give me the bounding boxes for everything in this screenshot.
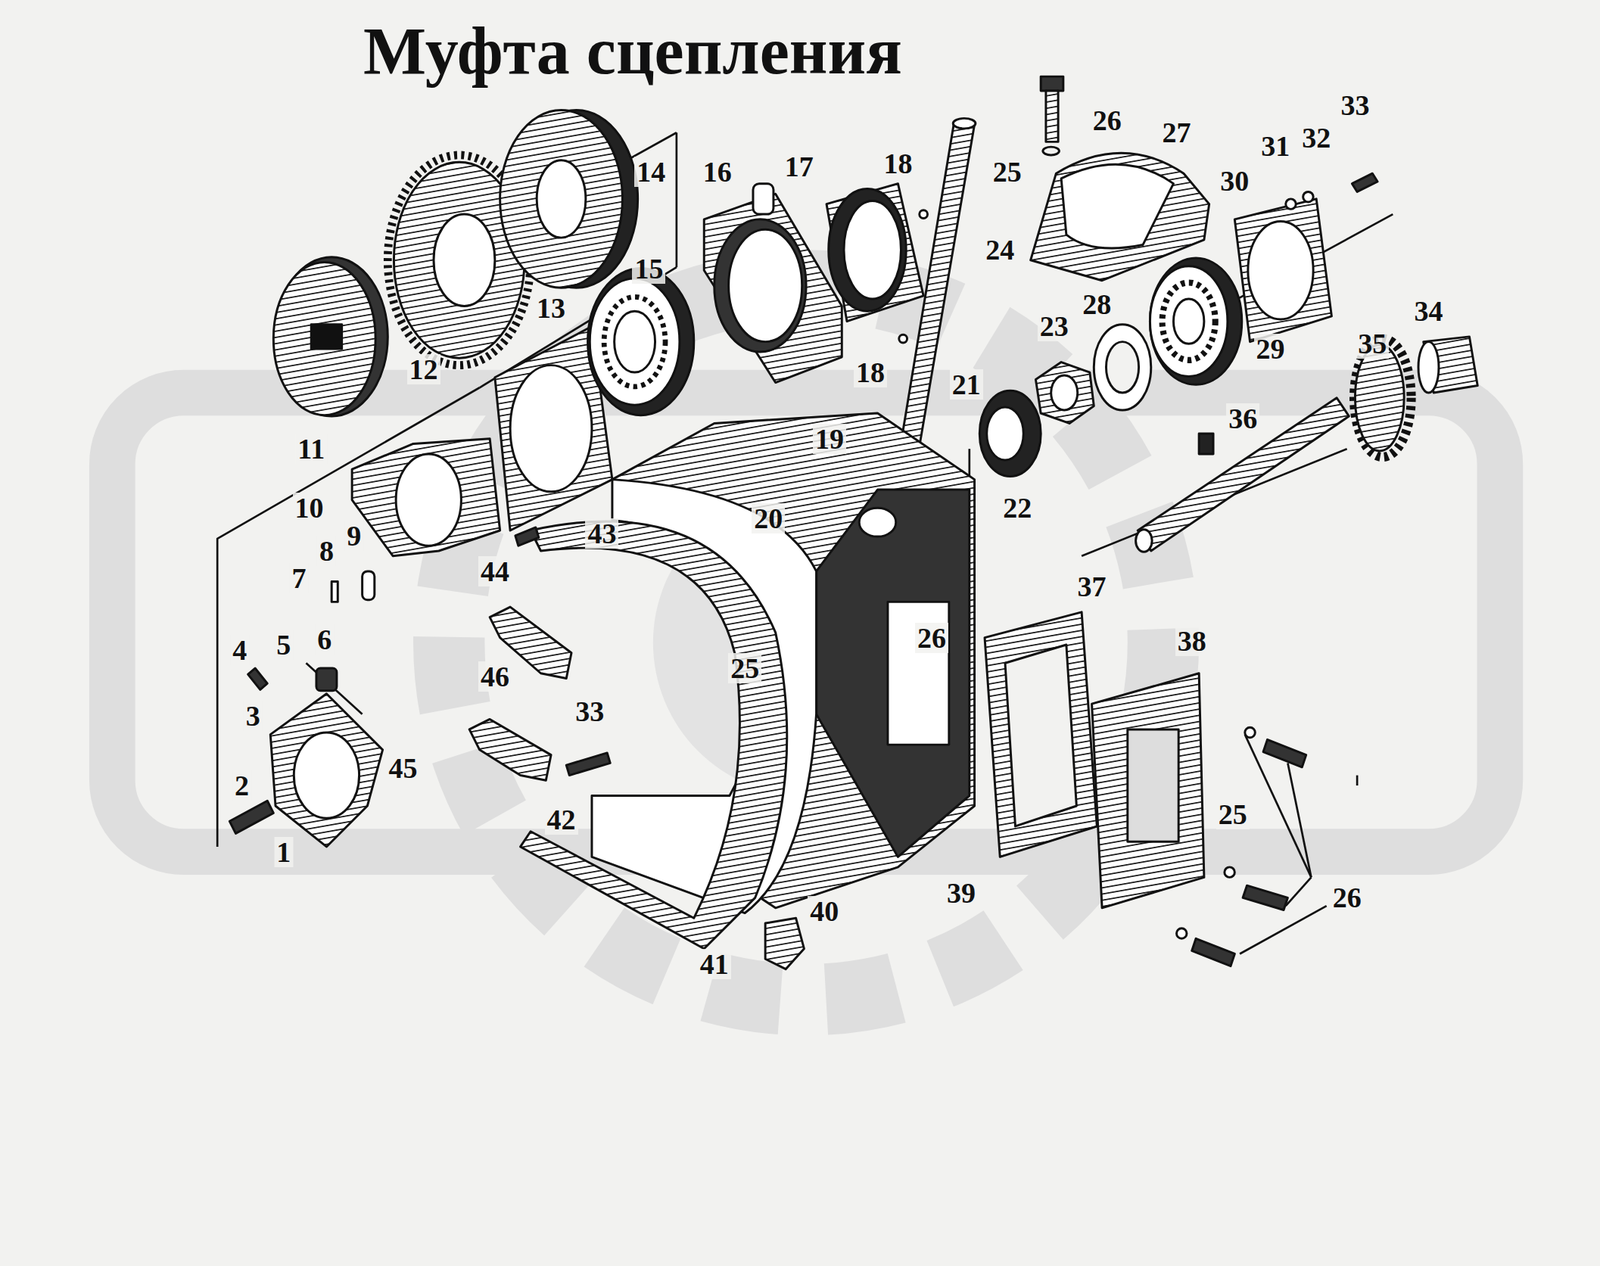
callout-number: 12 xyxy=(407,354,441,385)
ball-bearing xyxy=(1149,258,1242,385)
callout-number: 36 xyxy=(1226,403,1260,434)
callout-number: 32 xyxy=(1299,122,1333,153)
callout-number: 17 xyxy=(782,151,816,182)
callout-number: 16 xyxy=(700,156,735,187)
callout-number: 33 xyxy=(572,696,607,727)
callout-number: 34 xyxy=(1412,295,1446,327)
callout-number: 25 xyxy=(728,653,762,684)
callout-number: 35 xyxy=(1355,328,1389,359)
callout-number: 7 xyxy=(289,563,309,594)
callout-number: 45 xyxy=(386,753,421,784)
callout-number: 26 xyxy=(915,622,949,654)
callout-number: 37 xyxy=(1075,571,1109,602)
release-fork xyxy=(469,527,611,781)
bearing xyxy=(588,268,695,416)
callout-number: 13 xyxy=(534,292,568,324)
release-sleeve xyxy=(351,438,500,557)
callout-number: 23 xyxy=(1037,311,1071,342)
callout-number: 26 xyxy=(1330,882,1364,913)
callout-number: 40 xyxy=(807,896,841,927)
callout-number: 39 xyxy=(944,877,978,909)
callout-number: 21 xyxy=(949,369,984,400)
callout-number: 15 xyxy=(631,253,666,284)
release-flange xyxy=(270,668,383,847)
bushing xyxy=(1418,336,1478,393)
callout-number: 25 xyxy=(1216,799,1250,830)
callout-number: 8 xyxy=(317,535,337,567)
parts xyxy=(217,76,1478,970)
callout-number: 14 xyxy=(634,156,668,187)
callout-number: 5 xyxy=(273,629,293,660)
callout-number: 1 xyxy=(273,837,293,868)
callout-number: 11 xyxy=(295,433,327,464)
callout-number: 42 xyxy=(544,804,579,835)
callout-number: 3 xyxy=(243,700,263,732)
callout-number: 20 xyxy=(751,503,785,534)
callout-number: 43 xyxy=(585,518,619,549)
callout-number: 22 xyxy=(1000,492,1034,523)
callout-number: 4 xyxy=(230,635,250,666)
clutch-housing xyxy=(591,413,975,914)
shaft xyxy=(1136,339,1412,553)
end-plate xyxy=(1234,199,1332,343)
callout-number: 30 xyxy=(1217,165,1252,197)
callout-number: 6 xyxy=(314,624,334,655)
driven-disc xyxy=(273,257,388,417)
callout-number: 24 xyxy=(983,234,1017,265)
diagram-title: Муфта сцепления xyxy=(363,12,903,90)
pressure-disc xyxy=(500,110,639,289)
callout-number: 18 xyxy=(853,357,888,388)
callout-number: 38 xyxy=(1175,625,1209,657)
gasket xyxy=(520,521,788,950)
callout-number: 19 xyxy=(812,423,847,455)
callout-number: 9 xyxy=(344,520,364,551)
callout-number: 31 xyxy=(1258,130,1292,162)
threaded-ring xyxy=(826,183,924,322)
callout-number: 41 xyxy=(697,949,732,980)
callout-number: 28 xyxy=(1080,289,1114,320)
callout-number: 10 xyxy=(292,492,327,523)
callout-number: 29 xyxy=(1254,333,1288,365)
callout-number: 25 xyxy=(990,156,1025,187)
callout-number: 18 xyxy=(880,148,915,179)
callout-number: 44 xyxy=(478,556,512,587)
callout-number: 46 xyxy=(478,661,512,692)
callout-number: 27 xyxy=(1159,117,1193,148)
callout-number: 2 xyxy=(232,770,252,801)
bearing-housing xyxy=(703,183,842,383)
callout-number: 26 xyxy=(1090,105,1124,136)
callout-number: 33 xyxy=(1338,90,1372,121)
